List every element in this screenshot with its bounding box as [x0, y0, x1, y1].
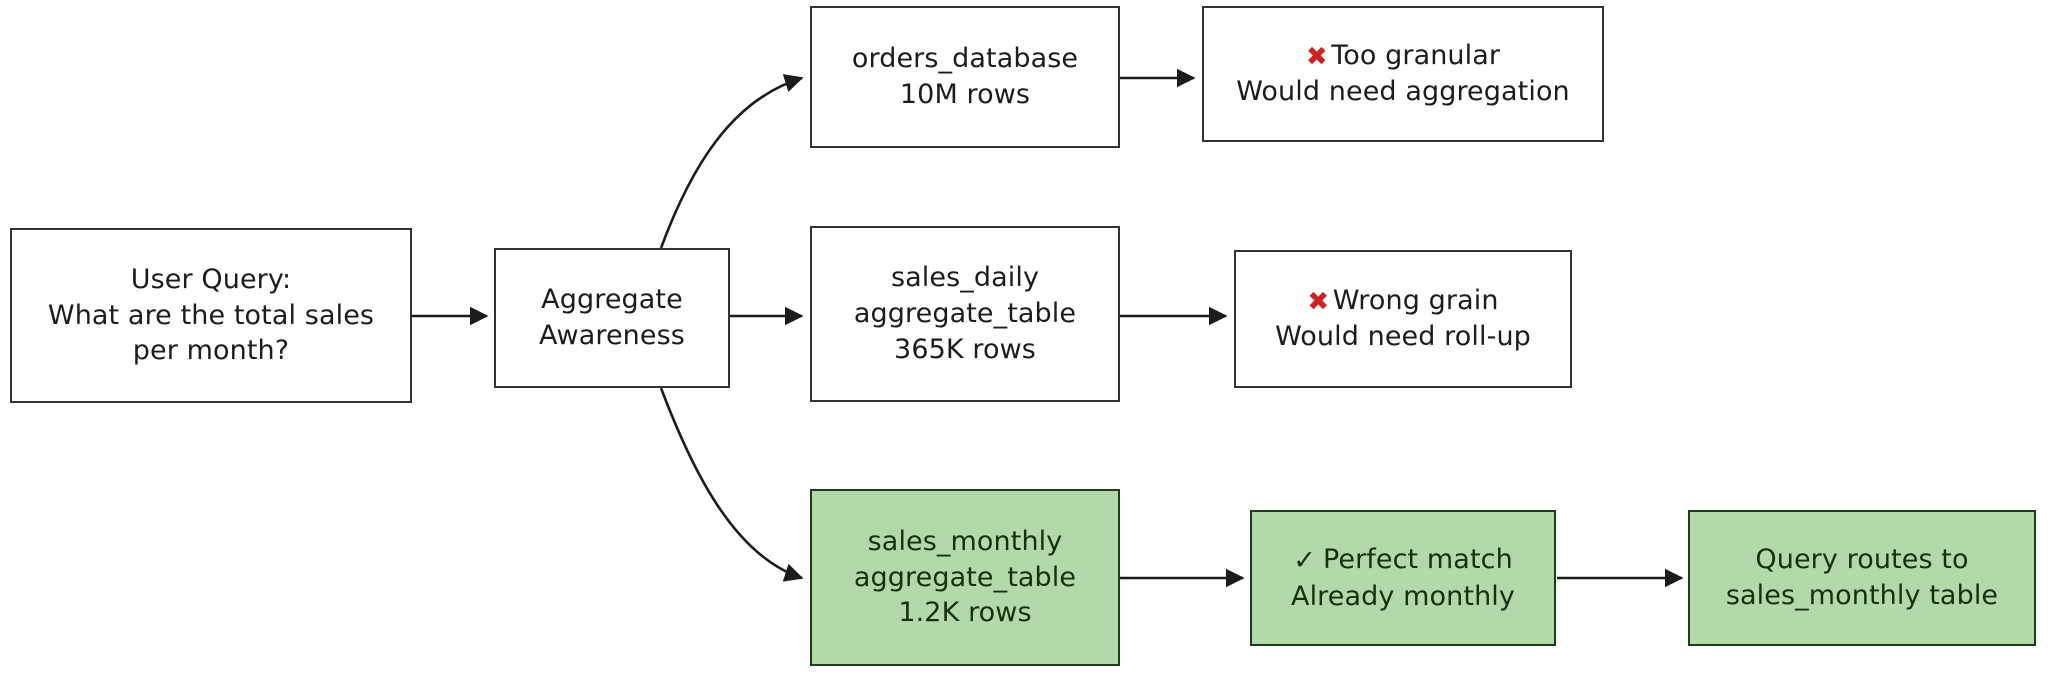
node-aggregate-awareness-line-2: Awareness [539, 320, 685, 351]
node-aggregate-awareness[interactable]: Aggregate Awareness [494, 248, 730, 388]
node-sales-monthly-line-2: aggregate_table [853, 561, 1077, 593]
node-query-routes[interactable]: Query routes to sales_monthly table [1688, 510, 2036, 646]
cross-icon: ✖ [1307, 286, 1329, 317]
node-too-granular-line-2: Would need aggregation [1236, 76, 1570, 108]
node-sales-daily-line-2: aggregate_table [853, 298, 1077, 330]
node-sales-monthly[interactable]: sales_monthly aggregate_table 1.2K rows [810, 489, 1120, 666]
check-icon: ✓ [1293, 544, 1316, 576]
node-wrong-grain-line-2: Would need roll-up [1275, 321, 1531, 353]
edge-aggregate-awareness-to-orders-database [659, 74, 804, 249]
node-user-query-line-3: per month? [132, 335, 290, 367]
node-sales-monthly-line-1: sales_monthly [867, 525, 1063, 557]
node-sales-daily-line-1: sales_daily [890, 262, 1040, 294]
node-too-granular[interactable]: ✖Too granular Would need aggregation [1202, 6, 1604, 142]
edge-aggregate-awareness-to-sales-monthly [659, 387, 804, 582]
node-user-query[interactable]: User Query: What are the total sales per… [10, 228, 412, 403]
node-user-query-line-2: What are the total sales [47, 299, 375, 331]
node-too-granular-line-1: ✖Too granular [1306, 38, 1500, 75]
node-wrong-grain-text-1: Wrong grain [1332, 284, 1499, 316]
node-orders-database-line-1: orders_database [851, 43, 1079, 75]
node-sales-daily[interactable]: sales_daily aggregate_table 365K rows [810, 226, 1120, 402]
node-perfect-match[interactable]: ✓Perfect match Already monthly [1250, 510, 1556, 646]
node-wrong-grain[interactable]: ✖Wrong grain Would need roll-up [1234, 250, 1572, 388]
node-orders-database[interactable]: orders_database 10M rows [810, 6, 1120, 148]
node-aggregate-awareness-line-1: Aggregate [541, 284, 683, 316]
node-perfect-match-line-2: Already monthly [1291, 580, 1515, 612]
node-too-granular-text-1: Too granular [1331, 39, 1501, 71]
cross-icon: ✖ [1305, 41, 1328, 72]
node-perfect-match-line-1: ✓Perfect match [1293, 542, 1513, 579]
node-orders-database-line-2: 10M rows [899, 79, 1031, 110]
node-user-query-line-1: User Query: [130, 263, 292, 295]
node-sales-daily-line-3: 365K rows [894, 333, 1036, 365]
node-perfect-match-text-1: Perfect match [1322, 543, 1513, 575]
node-query-routes-line-2: sales_monthly table [1725, 580, 1999, 611]
node-sales-monthly-line-3: 1.2K rows [898, 597, 1032, 629]
node-query-routes-line-1: Query routes to [1755, 544, 1969, 576]
node-wrong-grain-line-1: ✖Wrong grain [1307, 283, 1498, 320]
